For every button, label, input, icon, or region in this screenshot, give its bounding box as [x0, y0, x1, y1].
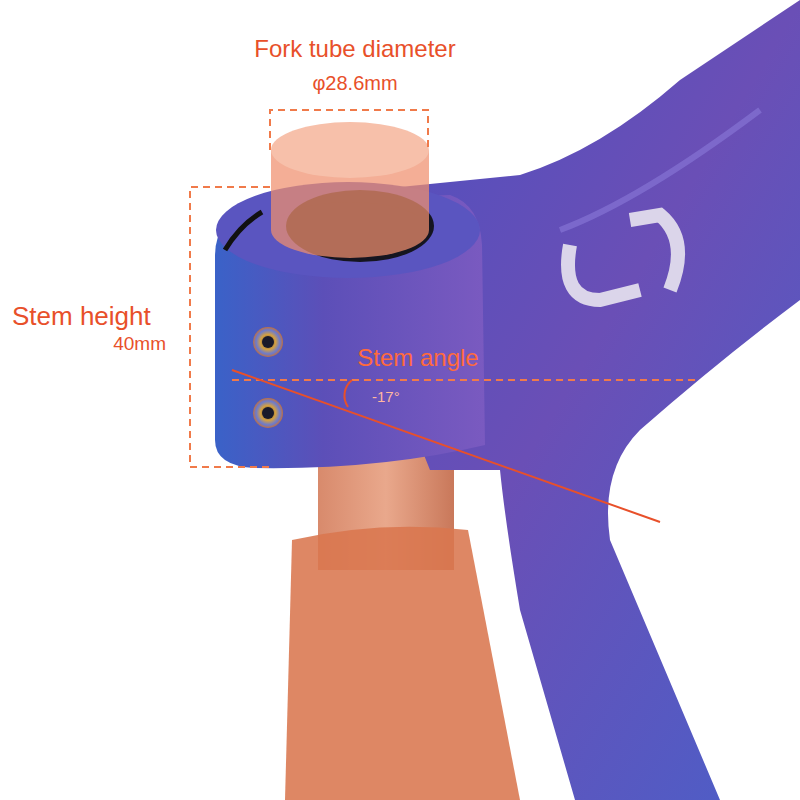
clamp-bolt — [253, 327, 283, 357]
dimension-title: Stem angle — [357, 345, 478, 371]
dimension-value: φ28.6mm — [312, 72, 397, 94]
dimension-value: 40mm — [113, 334, 166, 355]
dimension-title: Stem height — [12, 302, 151, 331]
fork-crown — [285, 527, 520, 800]
dimension-bracket — [190, 110, 700, 467]
angle-arc — [344, 380, 352, 407]
angle-line — [232, 370, 660, 522]
fork-steerer — [285, 430, 520, 800]
clamp-slit — [225, 212, 262, 250]
bolt-socket — [262, 336, 274, 348]
brand-logo — [568, 215, 678, 300]
stem-body — [320, 0, 800, 800]
dimension-title: Fork tube diameter — [254, 36, 455, 62]
angle-value: -17° — [372, 389, 400, 406]
fork-tube-ghost — [271, 122, 429, 258]
bolt-socket — [262, 407, 274, 419]
clamp-bolt — [253, 398, 283, 428]
